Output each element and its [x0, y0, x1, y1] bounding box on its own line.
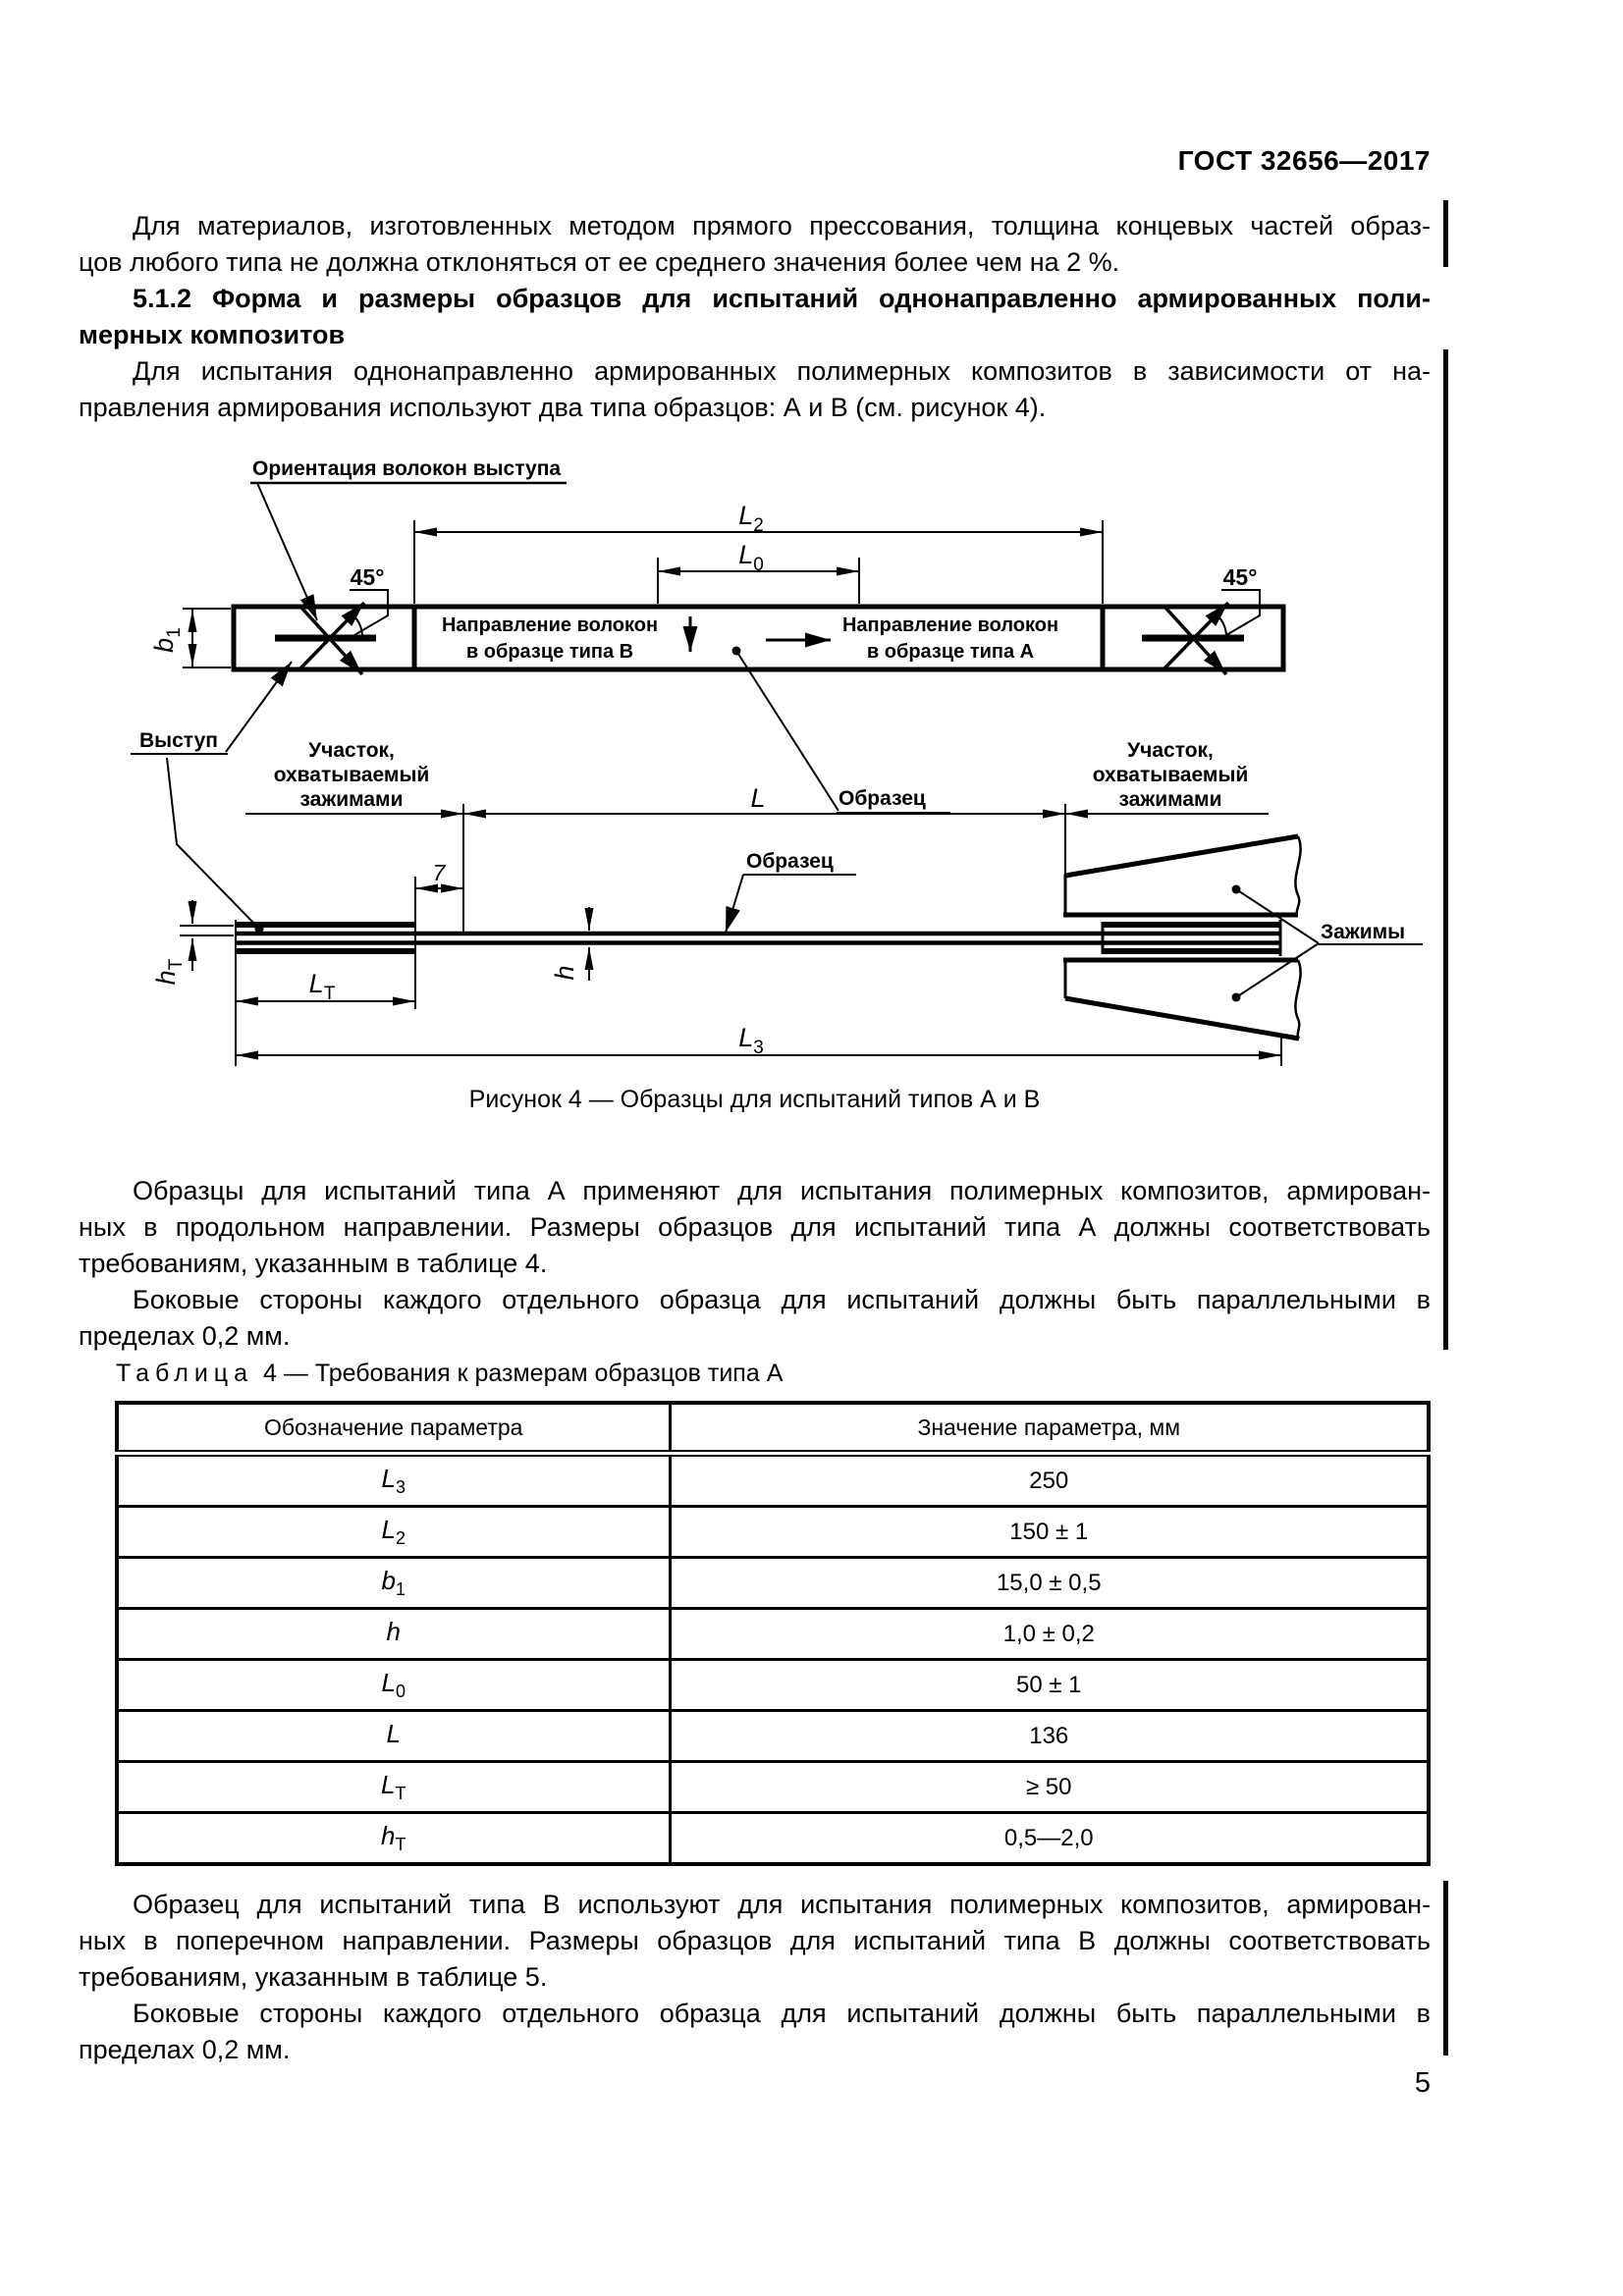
paragraph-unidirectional: Для испытания однонаправленно армированн… [79, 353, 1431, 426]
text-line: Боковые стороны каждого отдельного образ… [133, 1285, 1431, 1314]
table-caption: Таблица 4 — Требования к размерам образцо… [116, 1360, 783, 1388]
text-line: Образец для испытаний типа В используют … [133, 1890, 1431, 1919]
label-fiber-direction-a-1: Направление волокон [842, 614, 1058, 636]
column-header-parameter: Обозначение параметра [115, 1401, 672, 1457]
label-tab: Выступ [139, 729, 218, 752]
label-fiber-direction-b-1: Направление волокон [442, 614, 658, 636]
text-line: требованиям, указанным в таблице 5. [79, 1962, 548, 1992]
text-line: Образцы для испытаний типа А применяют д… [133, 1176, 1431, 1205]
page-header: ГОСТ 32656—2017 [1177, 145, 1431, 176]
text-line: правления армирования используют два тип… [79, 393, 1047, 422]
table-caption-word: Таблица [116, 1360, 254, 1387]
dim-label-L3: L3 [738, 1023, 764, 1058]
dim-label-h: h [550, 965, 579, 980]
label-fiber-orientation-of-tab: Ориентация волокон выступа [252, 457, 561, 480]
table-header-row: Обозначение параметра Значение параметра… [115, 1401, 1431, 1457]
dim-label-L0: L0 [738, 540, 764, 575]
text-line: 5.1.2 Форма и размеры образцов для испыт… [133, 284, 1431, 313]
label-angle-45-right: 45° [1223, 564, 1258, 590]
dim-label-L2: L2 [738, 501, 764, 536]
label-fiber-direction-a-2: в образце типа А [867, 641, 1034, 663]
label-clamped-region-right-3: зажимами [1118, 788, 1221, 811]
table-row: LТ≥ 50 [115, 1760, 1431, 1814]
text-line: ных в поперечном направлении. Размеры об… [79, 1926, 1431, 1955]
change-bar [1443, 200, 1448, 267]
change-bar [1443, 349, 1448, 1350]
paragraph-parallel-sides-2: Боковые стороны каждого отдельного образ… [79, 1996, 1431, 2068]
label-angle-45-left: 45° [351, 564, 385, 590]
paragraph-parallel-sides-1: Боковые стороны каждого отдельного образ… [79, 1282, 1431, 1355]
top-view-specimen [183, 481, 1286, 814]
side-view-specimen [131, 661, 1423, 1066]
heading-5-1-2: 5.1.2 Форма и размеры образцов для испыт… [79, 281, 1431, 353]
page-number: 5 [1414, 2067, 1431, 2099]
label-clamped-region-left-1: Участок, [308, 739, 395, 762]
text-line: требованиям, указанным в таблице 4. [79, 1249, 548, 1278]
column-header-value: Значение параметра, мм [668, 1401, 1431, 1457]
text-line: пределах 0,2 мм. [79, 2035, 291, 2064]
text-line: цов любого типа не должна отклоняться от… [79, 247, 1120, 277]
change-bar [1443, 1881, 1448, 2056]
label-specimen-side-view: Образец [746, 850, 834, 873]
text-line: Боковые стороны каждого отдельного образ… [133, 1999, 1431, 2028]
dim-label-hT: hТ [151, 958, 187, 985]
label-clamped-region-right-2: охватываемый [1093, 764, 1249, 786]
dim-label-LT: LТ [309, 969, 336, 1004]
text-line: ных в продольном направлении. Размеры об… [79, 1212, 1431, 1242]
table-4-requirements: Обозначение параметра Значение параметра… [115, 1401, 1431, 1866]
figure-4-drawing: Ориентация волокон выступа 45° 45° L2 L0… [131, 457, 1423, 1066]
paragraph-type-b: Образец для испытаний типа В используют … [79, 1887, 1431, 1996]
text-line: мерных композитов [79, 320, 346, 349]
label-clamped-region-right-1: Участок, [1127, 739, 1214, 762]
table-caption-text: 4 — Требования к размерам образцов типа … [263, 1360, 784, 1387]
label-grips: Зажимы [1321, 921, 1405, 943]
dim-label-b1: b1 [149, 627, 185, 653]
paragraph-press-materials: Для материалов, изготовленных методом пр… [79, 208, 1431, 281]
figure-caption: Рисунок 4 — Образцы для испытаний типов … [468, 1086, 1041, 1113]
text-line: Для материалов, изготовленных методом пр… [133, 211, 1431, 240]
label-clamped-region-left-3: зажимами [299, 788, 403, 811]
label-specimen-top-view: Образец [839, 787, 926, 810]
text-line: пределах 0,2 мм. [79, 1321, 291, 1351]
dim-label-L: L [750, 783, 765, 813]
dim-label-7: 7 [433, 860, 447, 885]
paragraph-type-a: Образцы для испытаний типа А применяют д… [79, 1173, 1431, 1282]
label-fiber-direction-b-2: в образце типа В [466, 641, 633, 663]
text-line: Для испытания однонаправленно армированн… [133, 356, 1431, 386]
label-clamped-region-left-2: охватываемый [274, 764, 430, 786]
